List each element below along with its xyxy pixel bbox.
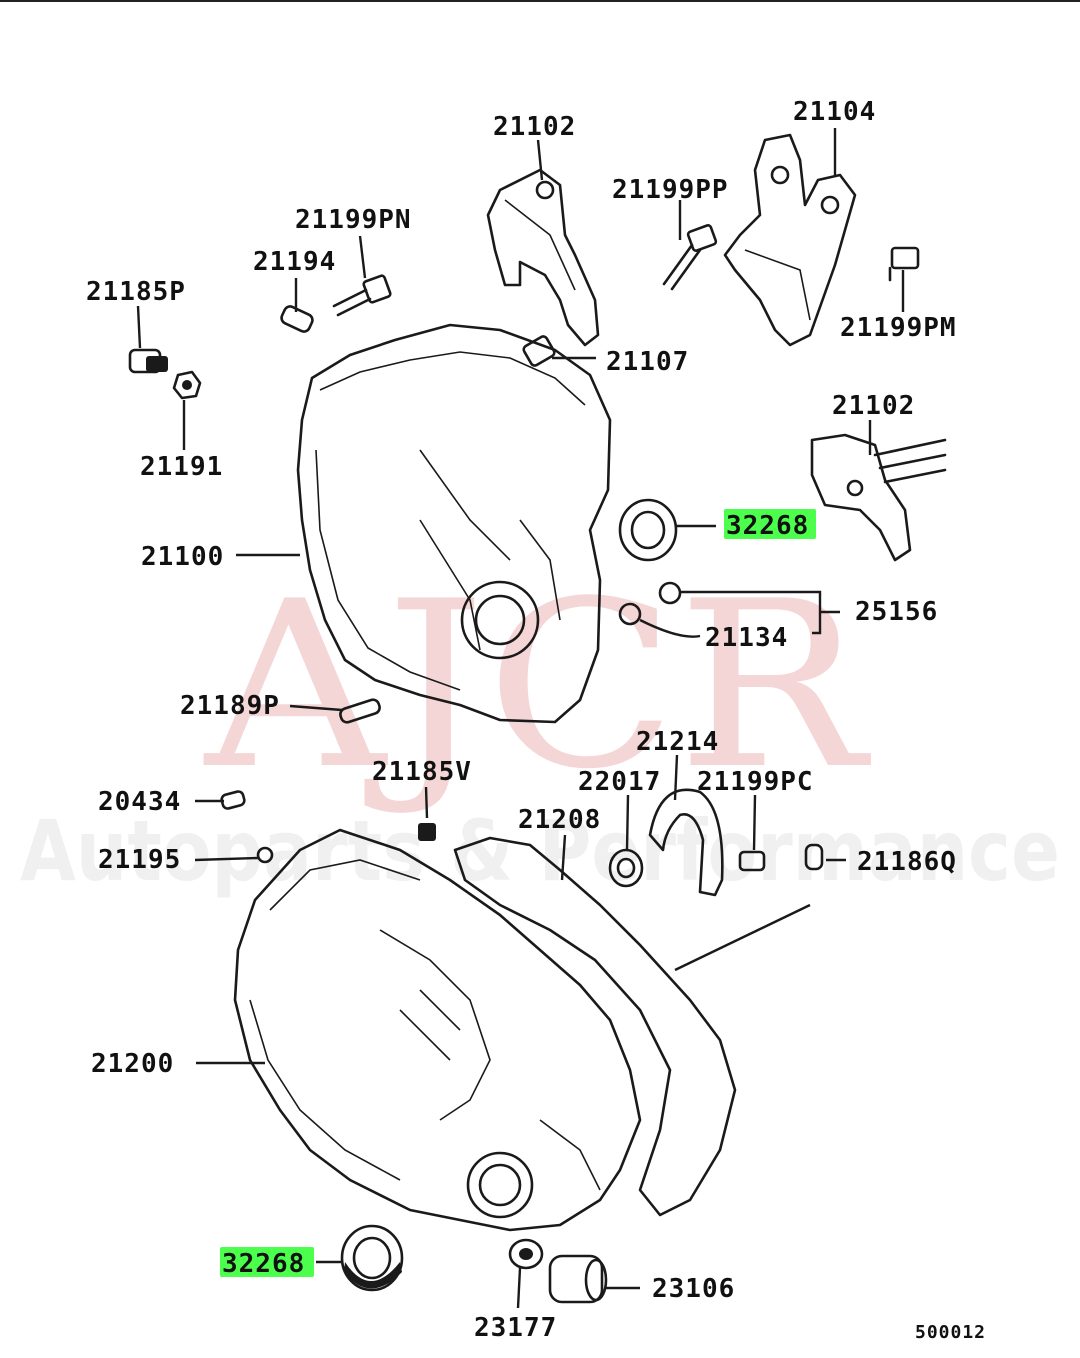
- label-21199PN: 21199PN: [295, 205, 412, 235]
- seal-22017: [608, 848, 644, 888]
- label-21102-top: 21102: [493, 112, 576, 142]
- label-21100: 21100: [141, 542, 224, 572]
- label-21104: 21104: [793, 97, 876, 127]
- highlight-32268-upper: [724, 509, 816, 539]
- watermark-tagline: Autoparts & Performance: [20, 802, 1060, 900]
- pin-21194: [280, 305, 314, 333]
- label-32268-upper: 32268: [726, 511, 809, 541]
- bolt-21199PC: [738, 850, 766, 872]
- diagram-code: 500012: [915, 1322, 986, 1343]
- seal-32268-upper: [618, 498, 678, 562]
- nut-21191: [172, 370, 202, 400]
- label-23106: 23106: [652, 1274, 735, 1304]
- highlight-32268-lower: [220, 1247, 314, 1277]
- bracket-21102-top: [486, 168, 600, 347]
- pin-21186Q: [804, 843, 824, 871]
- part-labels: 21102 21104 21199PP 21199PN 21194 21185P…: [86, 97, 986, 1343]
- label-21189P: 21189P: [180, 691, 280, 721]
- label-22017: 22017: [578, 767, 661, 797]
- plug-21185V: [418, 823, 436, 841]
- watermark: Autoparts & Performance AJCR: [20, 553, 1060, 900]
- label-32268-lower: 32268: [222, 1249, 305, 1279]
- part-23106: [548, 1254, 608, 1304]
- label-25156: 25156: [855, 597, 938, 627]
- label-21107: 21107: [606, 347, 689, 377]
- label-21191: 21191: [140, 452, 223, 482]
- bolt-21199PP: [662, 224, 718, 291]
- bolt-21199PM: [888, 246, 920, 282]
- label-21185P: 21185P: [86, 277, 186, 307]
- label-21200: 21200: [91, 1049, 174, 1079]
- highlights: [220, 509, 816, 1277]
- label-21186Q: 21186Q: [857, 847, 957, 877]
- watermark-brand: AJCR: [203, 553, 871, 820]
- label-20434: 20434: [98, 787, 181, 817]
- plug-21185P: [128, 348, 168, 374]
- label-23177: 23177: [474, 1313, 557, 1343]
- leader-lines: [136, 128, 905, 1309]
- gasket-21208: [453, 836, 737, 1217]
- label-21199PP: 21199PP: [612, 175, 729, 205]
- part-20434: [220, 790, 246, 810]
- label-21195: 21195: [98, 845, 181, 875]
- fork-21214: [648, 788, 724, 897]
- label-21214: 21214: [636, 727, 719, 757]
- label-21199PM: 21199PM: [840, 313, 957, 343]
- part-21195: [256, 846, 274, 864]
- bolt-21199PN: [332, 274, 392, 317]
- label-21134: 21134: [705, 623, 788, 653]
- label-21194: 21194: [253, 247, 336, 277]
- label-21185V: 21185V: [372, 757, 472, 787]
- housing-21100: [296, 323, 612, 724]
- top-border: [0, 0, 1080, 2]
- pin-21189P: [339, 698, 381, 724]
- case-21200: [233, 828, 642, 1232]
- bushing-23177: [508, 1238, 544, 1270]
- label-21102-right: 21102: [832, 391, 915, 421]
- label-21199PC: 21199PC: [697, 767, 814, 797]
- bracket-21102-right: [810, 433, 947, 562]
- seal-32268-lower: [340, 1224, 404, 1292]
- bracket-21104: [723, 133, 857, 347]
- label-21208: 21208: [518, 805, 601, 835]
